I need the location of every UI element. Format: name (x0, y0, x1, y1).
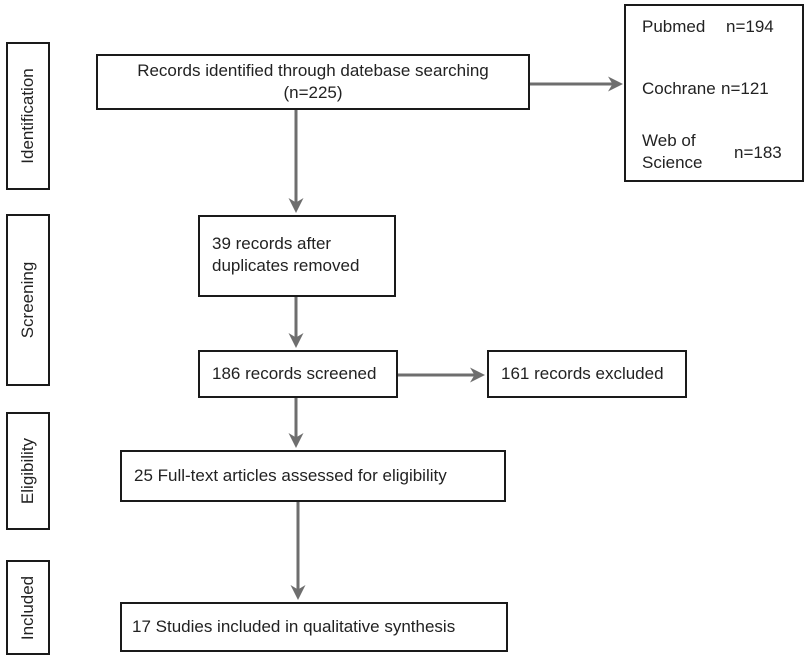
records-identified-box: Records identified through datebase sear… (96, 54, 530, 110)
records-screened-label: 186 records screened (212, 364, 377, 383)
records-screened-box: 186 records screened (198, 350, 398, 398)
duplicates-line2: duplicates removed (212, 256, 360, 275)
wos-name-line2: Science (642, 153, 703, 172)
database-sources-box: Pubmed n=194 Cochrane n=121 Web of Scien… (624, 4, 804, 182)
duplicates-removed-box: 39 records after duplicates removed (198, 215, 396, 297)
stage-included: Included (6, 560, 50, 655)
fulltext-assessed-label: 25 Full-text articles assessed for eligi… (134, 466, 447, 485)
wos-count: n=183 (734, 143, 782, 162)
wos-name-line1: Web of (642, 131, 696, 150)
stage-eligibility: Eligibility (6, 412, 50, 530)
studies-included-box: 17 Studies included in qualitative synth… (120, 602, 508, 652)
pubmed-count: n=194 (726, 17, 774, 36)
pubmed-name: Pubmed (642, 17, 706, 36)
records-identified-line2: (n=225) (283, 83, 343, 102)
fulltext-assessed-box: 25 Full-text articles assessed for eligi… (120, 450, 506, 502)
cochrane-count: n=121 (721, 79, 769, 98)
stage-identification: Identification (6, 42, 50, 190)
studies-included-label: 17 Studies included in qualitative synth… (132, 617, 456, 636)
records-excluded-box: 161 records excluded (487, 350, 687, 398)
records-identified-line1: Records identified through datebase sear… (137, 61, 489, 80)
stage-screening: Screening (6, 214, 50, 386)
cochrane-name: Cochrane (642, 79, 716, 98)
duplicates-line1: 39 records after (212, 234, 332, 253)
records-excluded-label: 161 records excluded (501, 364, 664, 383)
